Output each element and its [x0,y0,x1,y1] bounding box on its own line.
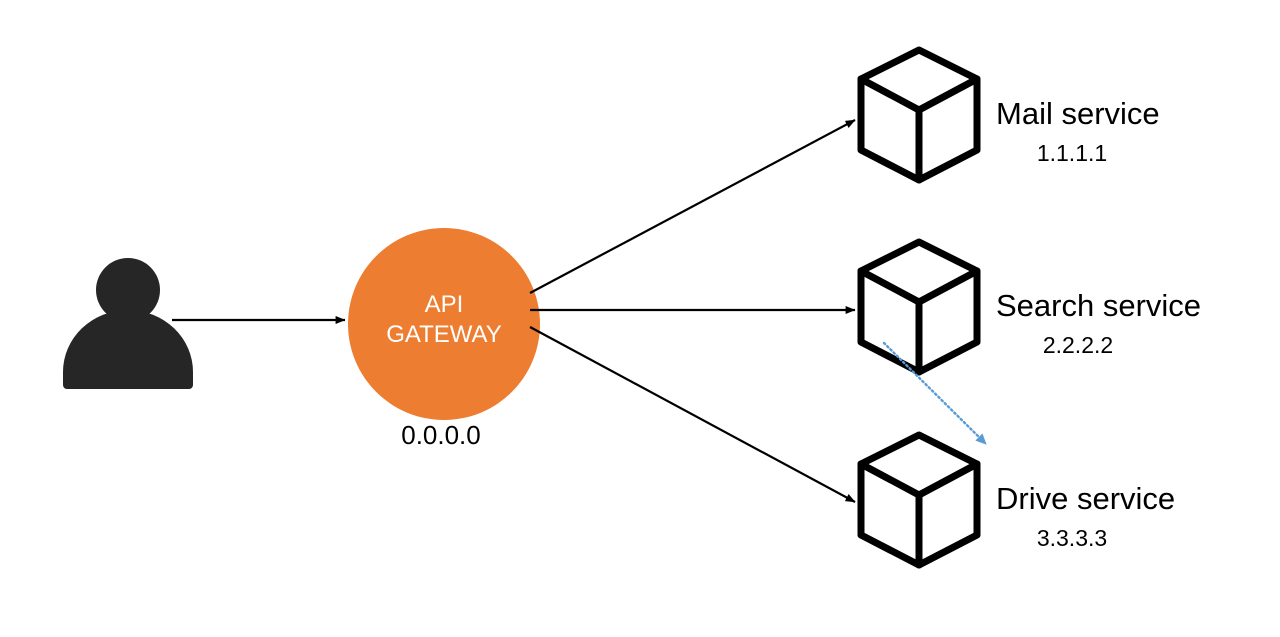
mail-service-cube-icon[interactable] [857,46,981,184]
search-service-ip: 2.2.2.2 [1043,332,1113,358]
gateway-label-line1: API [425,291,464,318]
mail-service-ip: 1.1.1.1 [1037,140,1107,166]
gateway-ip-label: 0.0.0.0 [401,420,481,450]
user-person-icon [63,258,193,389]
search-service-name: Search service [996,288,1201,323]
mail-service-name: Mail service [996,96,1160,131]
drive-service-name: Drive service [996,481,1175,516]
drive-service-cube-icon[interactable] [857,431,981,569]
connection-search-to-drive [882,341,988,446]
drive-service-ip: 3.3.3.3 [1037,525,1107,551]
connection-gateway-to-mail [529,119,856,294]
api-gateway-node[interactable]: API GATEWAY [348,228,540,420]
connection-gateway-to-drive [529,326,856,503]
gateway-label-line2: GATEWAY [386,321,502,348]
search-service-cube-icon[interactable] [857,238,981,376]
